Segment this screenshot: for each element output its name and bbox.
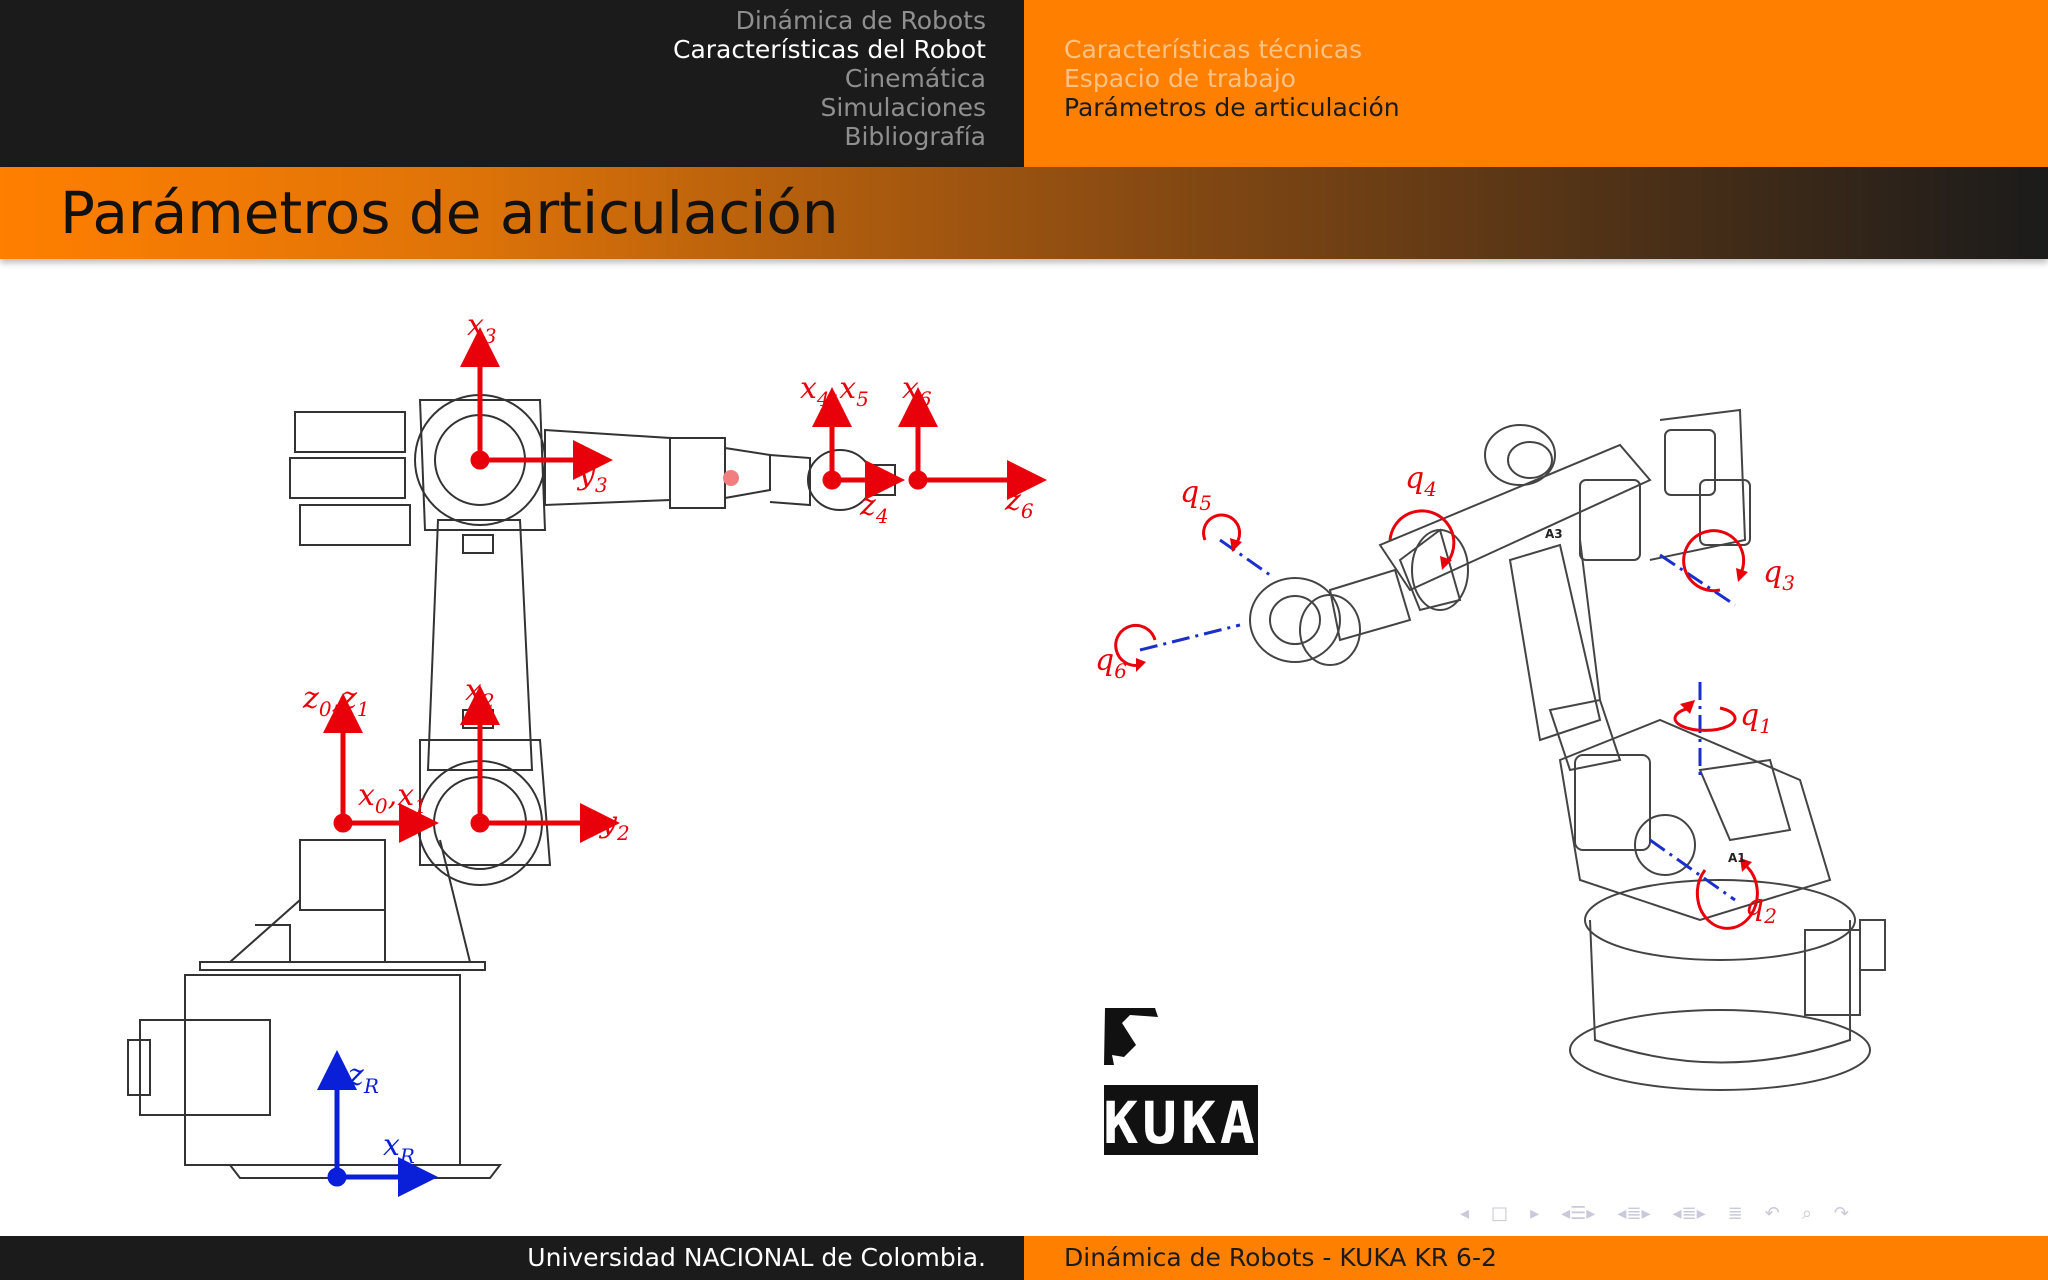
slide-title: Parámetros de articulación: [60, 179, 839, 247]
frame-reference-axes: [317, 1050, 438, 1197]
frame-4-5-axes: [812, 387, 905, 500]
label-q2: q2: [1745, 888, 1777, 928]
frame-0-1-axes: [323, 693, 439, 843]
label-x0-x1: x0,x1: [358, 778, 427, 818]
beamer-navigation-controls: ◂ □ ▸ ◂☰▸ ◂≣▸ ◂≣▸ ≣ ↶ ⌕ ↷: [1460, 1198, 1849, 1228]
nav-section-cinematica[interactable]: Cinemática: [844, 64, 986, 93]
label-y3: y3: [576, 457, 608, 497]
kuka-robot-logo-icon: KUKA: [1103, 1008, 1259, 1157]
nav-subsection-tecnicas[interactable]: Características técnicas: [1064, 35, 1363, 64]
nav-section-dinamica[interactable]: Dinámica de Robots: [735, 6, 986, 35]
nav-subsection-espacio[interactable]: Espacio de trabajo: [1064, 64, 1296, 93]
prev-icon[interactable]: ◂: [1460, 1202, 1470, 1224]
label-z4: z4: [859, 488, 889, 528]
section-next-icon[interactable]: ◂≣▸: [1672, 1202, 1706, 1224]
label-q6: q6: [1095, 643, 1127, 683]
label-q5: q5: [1180, 475, 1212, 515]
robot-isometric-drawing: [1249, 408, 1886, 1091]
nav-subsection-parametros[interactable]: Parámetros de articulación: [1064, 93, 1400, 122]
footer-presentation-title: Dinámica de Robots - KUKA KR 6-2: [1024, 1236, 2048, 1280]
back-icon[interactable]: ↶: [1764, 1202, 1780, 1224]
nav-section-bibliografia[interactable]: Bibliografía: [844, 122, 986, 151]
label-x2: x2: [465, 673, 495, 713]
frame-2-axes: [460, 685, 620, 843]
label-zR: zR: [347, 1058, 379, 1098]
section-prev-icon[interactable]: ◂☰▸: [1561, 1202, 1596, 1224]
robot-side-view-diagram: x3 y3 x4,x5 z4 x6 z6 z0,z1 x0,x1 x2 y2 z…: [127, 308, 1047, 1197]
nav-section-simulaciones[interactable]: Simulaciones: [820, 93, 986, 122]
title-bar: Parámetros de articulación: [0, 167, 2048, 259]
section-navigation: Dinámica de Robots Características del R…: [0, 0, 1024, 167]
frame-3-axes: [460, 327, 613, 480]
label-q3: q3: [1763, 555, 1795, 595]
frame-6-axes: [898, 387, 1047, 500]
toc-icon[interactable]: ≣: [1727, 1202, 1743, 1224]
joint-rotation-arrowheads: [1136, 538, 1752, 872]
label-z0-z1: z0,z1: [302, 681, 370, 721]
search-icon[interactable]: ⌕: [1801, 1202, 1812, 1224]
marking-a3: A3: [1545, 527, 1563, 541]
nav-section-caracteristicas[interactable]: Características del Robot: [673, 35, 986, 64]
joint-rotation-arrows: [1114, 509, 1759, 930]
label-xR: xR: [383, 1128, 415, 1168]
next-icon[interactable]: ▸: [1530, 1202, 1540, 1224]
label-z6: z6: [1004, 483, 1034, 523]
kuka-logo: KUKA: [1100, 1005, 1260, 1157]
subsection-icon[interactable]: ◂≣▸: [1617, 1202, 1651, 1224]
robot-isometric-diagram: q1 q2 q3 q4 q5 q6 A1 A3: [1095, 408, 1886, 1091]
robot-side-drawing: [127, 394, 896, 1179]
label-q4: q4: [1405, 461, 1437, 501]
label-x6: x6: [902, 371, 932, 411]
forward-icon[interactable]: ↷: [1833, 1202, 1850, 1224]
subsection-navigation: Características técnicas Espacio de trab…: [1024, 0, 2048, 167]
joint-axis-lines: [1139, 538, 1736, 902]
label-x3: x3: [467, 308, 497, 348]
label-q1: q1: [1740, 698, 1772, 738]
kuka-logo-text: KUKA: [1103, 1089, 1259, 1155]
label-x4-x5: x4,x5: [800, 371, 869, 411]
pointer-dot: [723, 470, 739, 486]
label-y2: y2: [598, 805, 630, 845]
frame-icon[interactable]: □: [1491, 1202, 1509, 1224]
marking-a1: A1: [1728, 851, 1746, 865]
footer-institution: Universidad NACIONAL de Colombia.: [0, 1236, 1024, 1280]
